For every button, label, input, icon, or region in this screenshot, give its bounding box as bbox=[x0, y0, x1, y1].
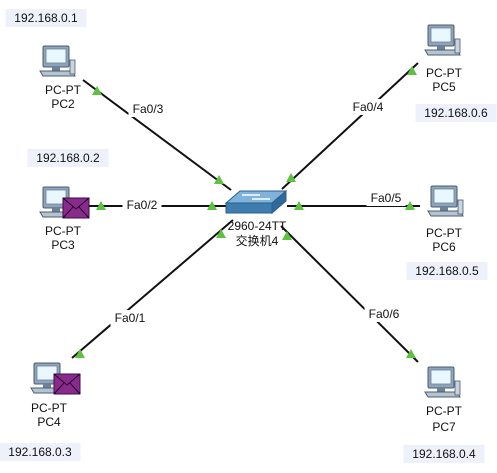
port-label-bg bbox=[110, 310, 150, 326]
pc-name-label: PC2 bbox=[51, 97, 75, 111]
pc-type-label: PC-PT bbox=[45, 224, 82, 238]
pc-type-label: PC-PT bbox=[45, 83, 82, 97]
link-indicators-layer bbox=[75, 66, 417, 358]
pc-icon bbox=[39, 186, 90, 219]
link-pc2[interactable] bbox=[82, 79, 232, 191]
switch-name-label: 交换机4 bbox=[236, 233, 279, 248]
port-label-bg bbox=[364, 306, 404, 322]
switch-model-label: 2960-24TT bbox=[228, 219, 287, 233]
link-indicator-switch-pc5 bbox=[286, 173, 296, 182]
pc-type-label: PC-PT bbox=[31, 401, 68, 415]
link-indicator-switch-pc7 bbox=[282, 231, 292, 240]
ip-address-label: 192.168.0.3 bbox=[8, 445, 72, 459]
link-pc5[interactable] bbox=[281, 62, 419, 190]
ip-address-label: 192.168.0.1 bbox=[14, 11, 78, 25]
link-indicator-pc2 bbox=[92, 86, 102, 95]
ip-address-label: 192.168.0.4 bbox=[412, 447, 476, 461]
pc-name-label: PC4 bbox=[37, 415, 61, 429]
port-label-pc5: Fa0/4 bbox=[353, 100, 384, 114]
ip-label-bg bbox=[415, 104, 497, 122]
pc-type-label: PC-PT bbox=[426, 404, 463, 418]
port-label-pc3: Fa0/2 bbox=[127, 198, 158, 212]
link-indicator-switch-pc4 bbox=[216, 229, 226, 238]
ip-address-label: 192.168.0.2 bbox=[36, 151, 100, 165]
port-label-pc6: Fa0/5 bbox=[371, 191, 402, 205]
ip-address-label: 192.168.0.6 bbox=[424, 106, 488, 120]
ip-label-bg bbox=[27, 149, 109, 167]
port-label-bg bbox=[128, 101, 168, 117]
pc-name-label: PC6 bbox=[432, 240, 456, 254]
envelope-icon bbox=[62, 197, 90, 219]
link-indicator-pc5 bbox=[407, 66, 417, 75]
port-label-pc7: Fa0/6 bbox=[369, 307, 400, 321]
ip-label-bg bbox=[403, 445, 485, 463]
link-indicator-pc7 bbox=[406, 349, 416, 358]
link-pc4[interactable] bbox=[71, 219, 234, 359]
pc-name-label: PC5 bbox=[432, 80, 456, 94]
link-indicator-pc3 bbox=[96, 201, 106, 210]
ip-label-bg bbox=[406, 262, 488, 280]
pc-node-pc7[interactable]: PC-PT PC7 192.168.0.4 bbox=[403, 366, 485, 463]
switch-2960-24tt[interactable] bbox=[224, 189, 288, 215]
pcs-layer: PC-PTPC2192.168.0.1PC-PTPC3192.168.0.2PC… bbox=[0, 9, 497, 463]
pc-name-label: PC3 bbox=[51, 238, 75, 252]
port-label-pc4: Fa0/1 bbox=[115, 311, 146, 325]
pc-icon bbox=[424, 366, 461, 398]
link-indicator-pc6 bbox=[405, 201, 415, 210]
pc-icon bbox=[30, 362, 81, 395]
link-indicator-switch-pc3 bbox=[207, 201, 217, 210]
pc-type-label: PC-PT bbox=[426, 66, 463, 80]
pc-type-label: PC-PT bbox=[426, 226, 463, 240]
link-indicator-switch-pc6 bbox=[294, 201, 304, 210]
pc-name-label: PC7 bbox=[432, 420, 456, 434]
envelope-icon bbox=[53, 373, 81, 395]
pc-icon bbox=[427, 185, 464, 217]
switch-arrows-icon bbox=[242, 194, 270, 200]
switch-side bbox=[271, 189, 287, 215]
port-label-bg bbox=[366, 190, 406, 206]
link-indicator-pc4 bbox=[75, 349, 85, 358]
link-pc7[interactable] bbox=[280, 225, 419, 363]
ip-label-bg bbox=[5, 9, 87, 27]
pc-icon bbox=[424, 24, 461, 56]
port-label-bg bbox=[122, 197, 162, 213]
port-label-pc2: Fa0/3 bbox=[133, 102, 164, 116]
ip-address-label: 192.168.0.5 bbox=[415, 264, 479, 278]
ip-label-bg bbox=[0, 443, 81, 461]
switch-front bbox=[225, 202, 273, 214]
links-layer bbox=[71, 62, 420, 363]
link-indicator-switch-pc2 bbox=[214, 175, 224, 184]
pc-icon bbox=[39, 45, 76, 77]
port-label-bg bbox=[348, 99, 388, 115]
